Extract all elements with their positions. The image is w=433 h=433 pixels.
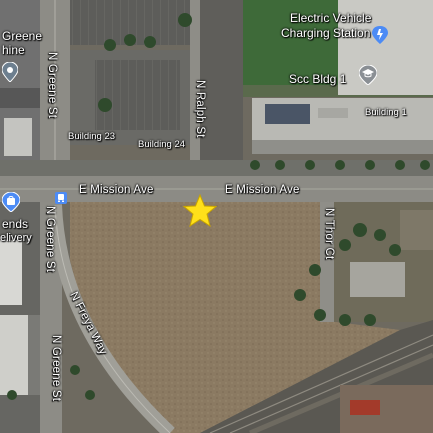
greene-partial-label: Greene <box>2 29 43 43</box>
hine-partial-label: hine <box>2 43 25 57</box>
bus-stop-icon[interactable] <box>55 192 67 204</box>
scc-bldg-label: Scc Bldg 1 <box>289 72 347 86</box>
selected-location-star-icon[interactable] <box>183 194 217 227</box>
e-mission-ave-west-label: E Mission Ave <box>79 184 154 196</box>
friends-partial-label: ends <box>2 217 29 231</box>
n-ralph-st-label: N Ralph St <box>194 80 206 138</box>
location-pin-icon[interactable] <box>2 62 18 82</box>
n-greene-st-south-label: N Greene St <box>44 206 56 273</box>
ev-charging-pin-icon[interactable] <box>372 26 388 44</box>
school-pin-icon[interactable] <box>359 65 377 85</box>
n-greene-st-far-south-label: N Greene St <box>50 335 62 402</box>
n-greene-st-north-label: N Greene St <box>46 52 58 119</box>
building-1-label: Building 1 <box>365 107 407 118</box>
ev-station-label-line1: Electric Vehicle <box>290 11 372 25</box>
building-23-label: Building 23 <box>68 131 116 142</box>
building-24-label: Building 24 <box>138 139 186 150</box>
ev-station-label-line2: Charging Station <box>281 26 371 40</box>
delivery-partial-label: elivery <box>0 232 32 244</box>
e-mission-ave-east-label: E Mission Ave <box>225 184 300 196</box>
n-thor-ct-label: N Thor Ct <box>323 208 335 260</box>
shopping-bag-pin-icon[interactable] <box>2 192 20 212</box>
